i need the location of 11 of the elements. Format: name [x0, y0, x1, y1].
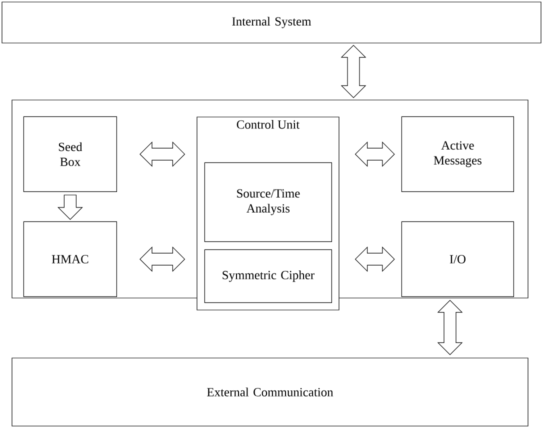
double-arrow: [140, 246, 186, 272]
component-box: I/O: [401, 221, 514, 297]
block-arrow: [57, 194, 83, 220]
component-box: Symmetric Cipher: [204, 249, 332, 303]
component-box: HMAC: [23, 221, 117, 297]
system-box: Internal System: [2, 2, 542, 44]
double-arrow: [140, 141, 186, 167]
system-box: External Communication: [12, 358, 528, 426]
component-box: Active Messages: [401, 116, 514, 192]
component-box: Source/Time Analysis: [204, 162, 332, 242]
component-box: Seed Box: [23, 116, 117, 192]
